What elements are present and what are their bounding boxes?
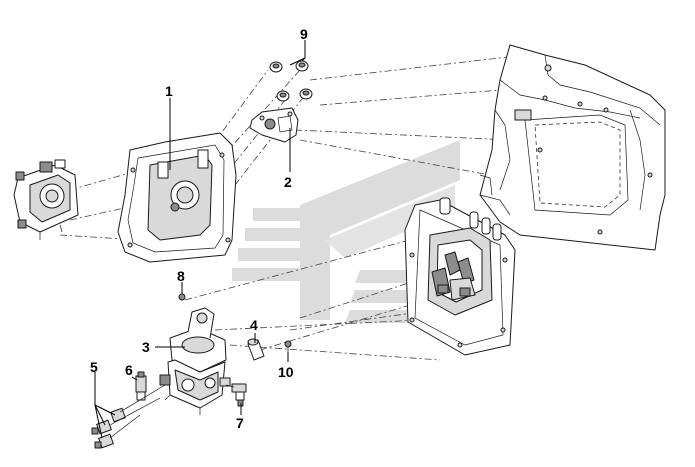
callout-3: 3 <box>142 339 150 355</box>
watermark-bar <box>238 248 325 261</box>
callout-9: 9 <box>300 26 308 42</box>
watermark-bar <box>253 208 325 221</box>
callout-6: 6 <box>125 362 133 378</box>
callout-labels: 1 2 3 4 5 6 7 8 9 10 <box>90 26 308 431</box>
watermark-bar <box>232 268 325 281</box>
watermark-bar <box>345 310 420 323</box>
brake-valve <box>160 308 230 415</box>
callout-7: 7 <box>236 415 244 431</box>
cover-plate <box>118 133 236 262</box>
watermark-bar <box>245 228 325 241</box>
bolt-10 <box>285 341 291 352</box>
fitting <box>136 372 146 400</box>
nuts-set <box>270 61 312 101</box>
callout-8: 8 <box>177 268 185 284</box>
cab-floor-panel <box>480 45 665 250</box>
small-bracket <box>250 108 298 142</box>
callout-5: 5 <box>90 359 98 375</box>
mounting-bracket-panel <box>405 198 515 355</box>
pressure-sensor <box>226 384 246 406</box>
sleeve <box>248 339 264 360</box>
fittings-cluster <box>92 385 165 448</box>
callout-leaders <box>94 40 306 439</box>
callout-4: 4 <box>250 317 258 333</box>
brake-valve-assembly-left <box>14 160 78 240</box>
callout-1: 1 <box>165 83 173 99</box>
screw-8 <box>179 294 185 300</box>
watermark-swoosh <box>300 140 460 320</box>
callout-2: 2 <box>284 174 292 190</box>
callout-10: 10 <box>278 364 294 380</box>
